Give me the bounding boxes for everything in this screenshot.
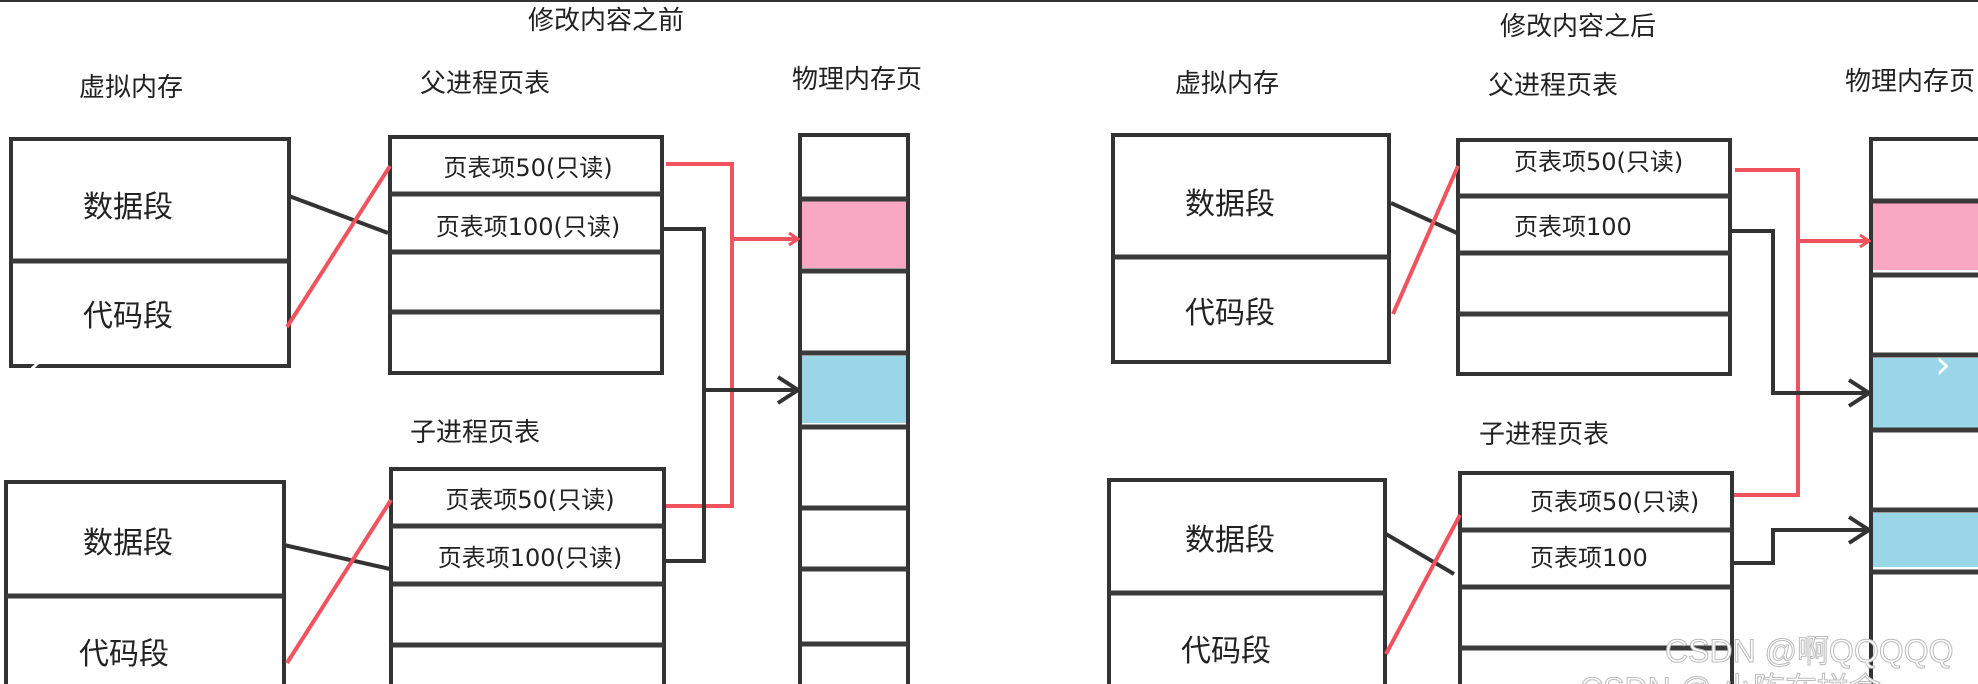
- data-segment-mapping: [288, 194, 389, 235]
- before-title: 修改内容之前: [528, 6, 684, 36]
- code-segment: 代码段: [79, 637, 169, 672]
- virtual-memory-parent: [1111, 133, 1391, 364]
- code-segment: 代码段: [1181, 634, 1271, 669]
- child-table-label: 子进程页表: [410, 418, 540, 448]
- parent-table-label: 父进程页表: [420, 69, 550, 99]
- parent-table-label: 父进程页表: [1488, 71, 1618, 101]
- code-segment-mapping: [285, 164, 392, 329]
- parent-data-page-arrow: [1729, 229, 1869, 393]
- virtual-memory-child: [4, 480, 286, 684]
- data-segment-mapping: [1390, 201, 1458, 235]
- watermark: CSDN @ 小陈在拼命: [1580, 671, 1881, 684]
- parent-page-table: [1456, 138, 1732, 376]
- physical-page-code: [802, 201, 906, 268]
- data-segment-mapping: [1384, 532, 1456, 576]
- page-table-entry: 页表项50(只读): [1530, 488, 1699, 516]
- data-segment: 数据段: [83, 526, 173, 561]
- chevron-right-icon[interactable]: ›: [1935, 342, 1951, 388]
- physical-memory-label: 物理内存页: [1845, 67, 1975, 97]
- page-table-entry: 页表项100(只读): [438, 544, 623, 572]
- before-panel: 修改内容之前 虚拟内存 父进程页表 物理内存页 子进程页表 数据段 代码段 数据…: [4, 6, 922, 684]
- code-page-arrow: [1734, 168, 1869, 497]
- code-segment: 代码段: [1185, 296, 1275, 331]
- child-table-label: 子进程页表: [1479, 420, 1609, 450]
- physical-page-data-child: [1873, 513, 1978, 567]
- parent-page-table: [388, 135, 664, 375]
- data-segment: 数据段: [83, 190, 173, 225]
- physical-page-data: [802, 356, 906, 423]
- data-segment: 数据段: [1185, 523, 1275, 558]
- physical-memory-label: 物理内存页: [792, 65, 922, 95]
- code-page-arrow: [666, 162, 798, 508]
- page-table-entry: 页表项50(只读): [1514, 148, 1683, 176]
- virtual-memory-child: [1107, 478, 1387, 684]
- page-table-entry: 页表项100(只读): [436, 213, 621, 241]
- page-table-entry: 页表项100: [1514, 213, 1632, 241]
- virtual-memory-parent: [9, 137, 291, 368]
- after-title: 修改内容之后: [1500, 12, 1656, 42]
- code-segment-mapping: [285, 498, 393, 665]
- physical-page-data-parent: [1873, 358, 1978, 428]
- page-table-entry: 页表项50(只读): [445, 486, 614, 514]
- watermark: CSDN @啊QQQQQ: [1665, 633, 1954, 669]
- data-segment-mapping: [283, 543, 391, 571]
- chevron-left-icon[interactable]: ‹: [28, 344, 44, 390]
- data-segment: 数据段: [1185, 187, 1275, 222]
- physical-page-code: [1873, 203, 1978, 270]
- code-segment-mapping: [1384, 514, 1462, 655]
- page-table-entry: 页表项50(只读): [443, 154, 612, 182]
- code-segment-mapping: [1391, 165, 1460, 315]
- data-page-arrow: [663, 227, 798, 563]
- after-panel: 修改内容之后 虚拟内存 父进程页表 物理内存页 子进程页表 数据段 代码段 数据…: [1107, 12, 1978, 684]
- child-data-page-arrow: [1732, 530, 1869, 565]
- virtual-memory-label: 虚拟内存: [1175, 69, 1279, 99]
- page-table-entry: 页表项100: [1530, 544, 1648, 572]
- code-segment: 代码段: [83, 299, 173, 334]
- virtual-memory-label: 虚拟内存: [79, 73, 183, 103]
